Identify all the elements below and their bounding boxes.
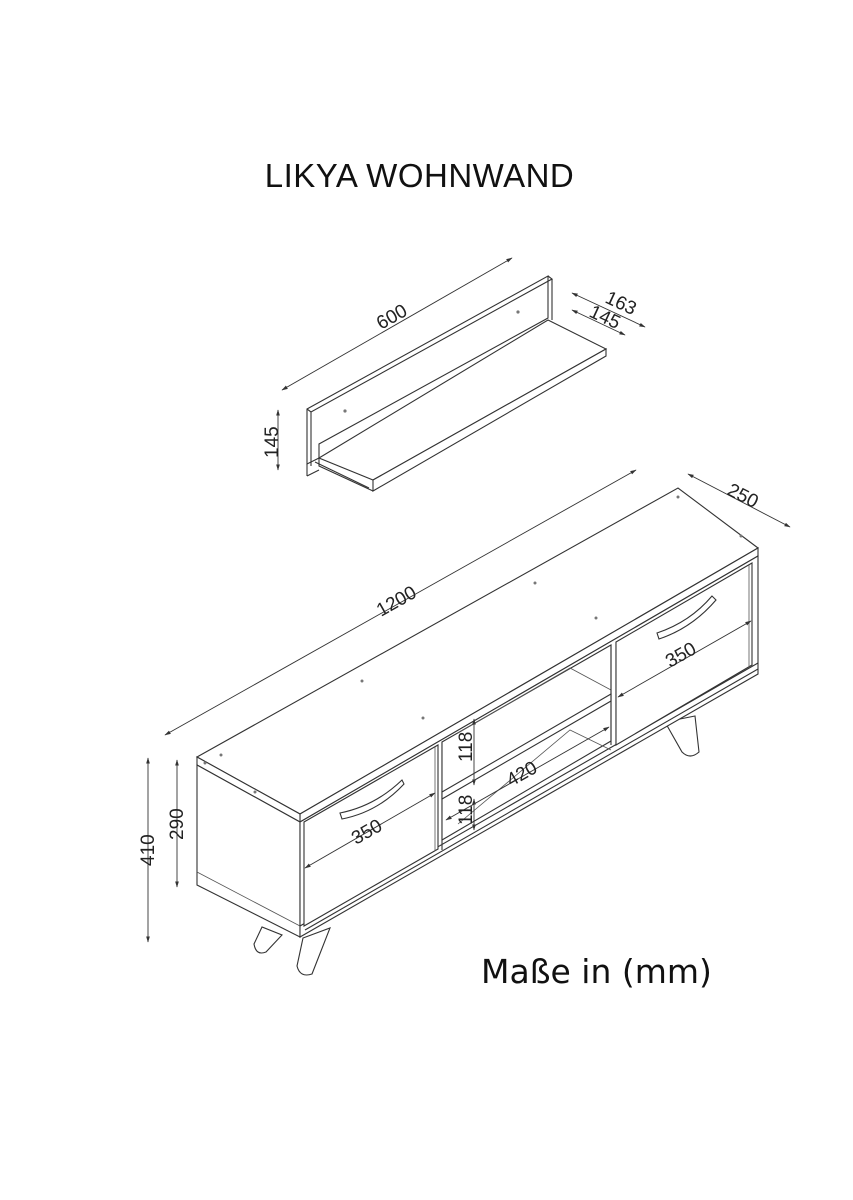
wall-shelf — [306, 275, 608, 492]
drawing-title: LIKYA WOHNWAND — [0, 157, 853, 195]
tv-unit-depth-label: 250 — [724, 480, 762, 513]
leg-back-right — [664, 715, 700, 757]
units-note: Maße in (mm) — [481, 952, 712, 991]
tv-unit-dimensions: 1200 250 410 290 350 350 420 118 118 — [138, 469, 791, 943]
leg-front-left — [253, 926, 283, 954]
shelf-height-label: 145 — [262, 426, 283, 458]
tv-unit — [195, 487, 759, 976]
lower-compartment-height-label: 118 — [456, 795, 477, 825]
leg-front-right — [296, 927, 331, 976]
tv-unit-body-height-label: 290 — [167, 808, 188, 840]
upper-compartment-height-label: 118 — [456, 732, 477, 762]
title-text: LIKYA WOHNWAND — [264, 157, 575, 194]
tv-unit-width-label: 1200 — [373, 582, 420, 621]
shelf-width-label: 600 — [373, 300, 411, 334]
tv-unit-total-height-label: 410 — [138, 834, 159, 866]
